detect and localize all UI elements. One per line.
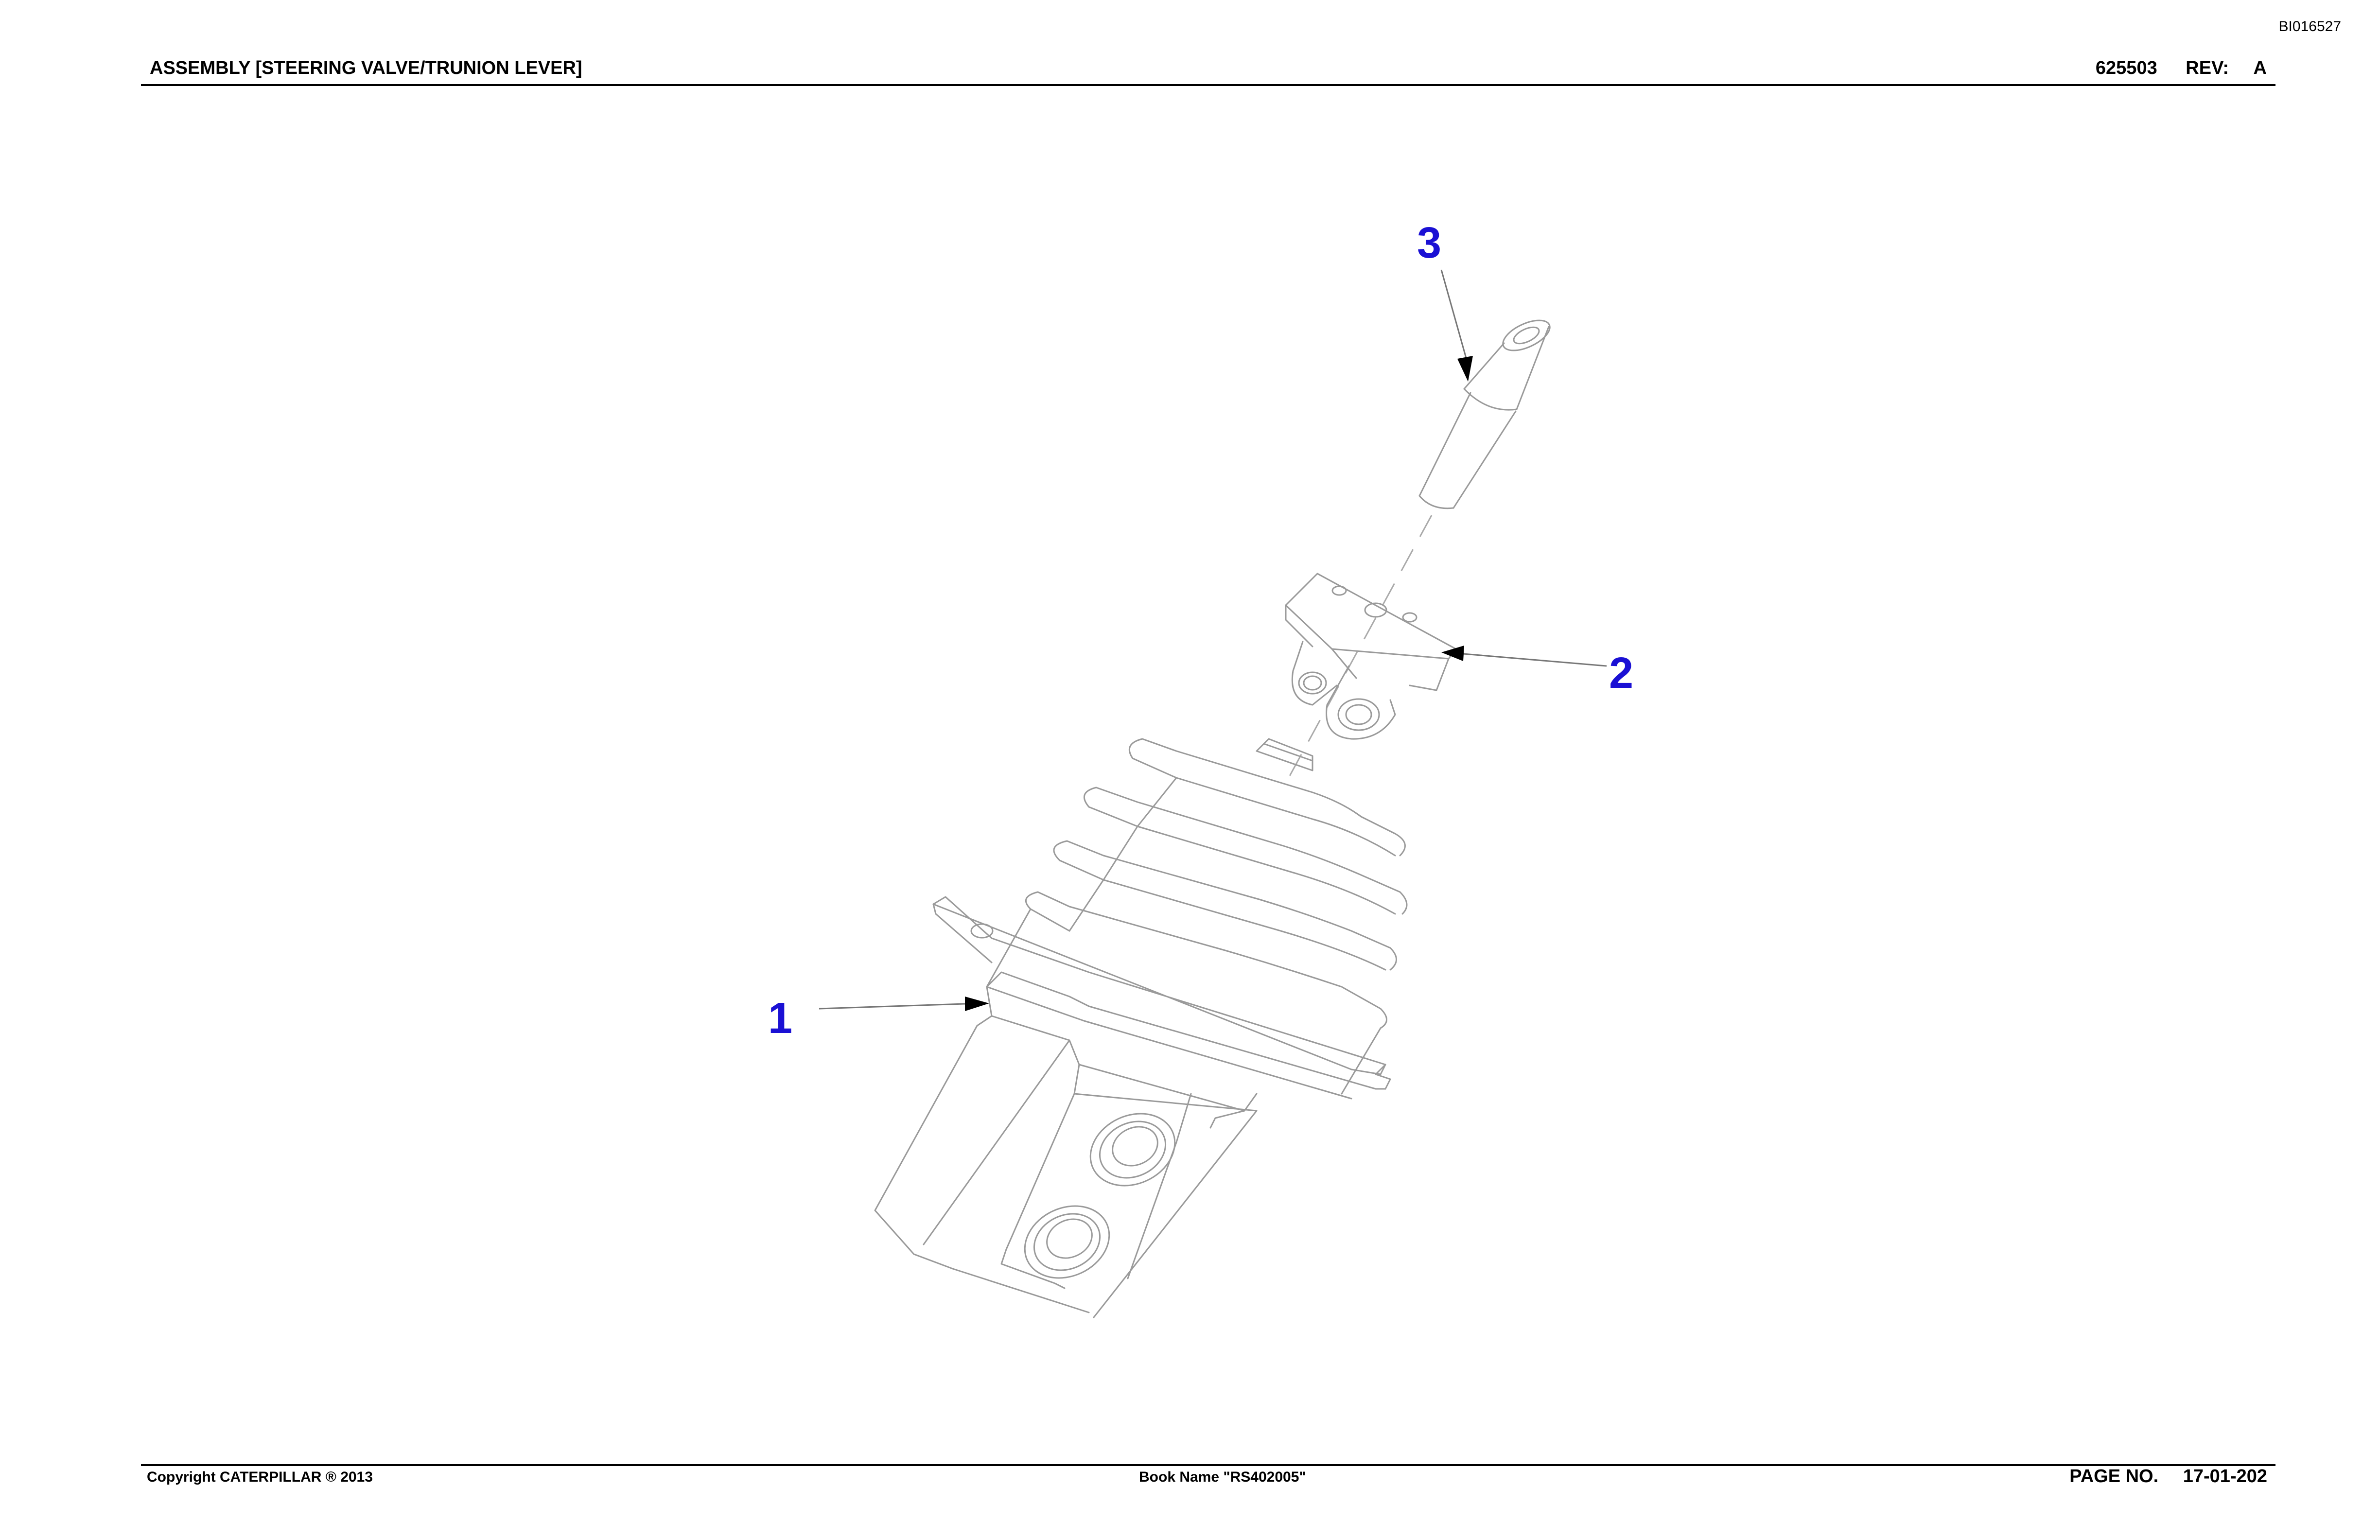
rev-value: A (2253, 58, 2267, 78)
steering-valve-body (874, 738, 1408, 1318)
callout-3: 3 (1417, 219, 1441, 267)
header-revision-block: 625503 REV: A (2096, 58, 2267, 79)
lever-pin (1418, 319, 1551, 509)
assembly-center-line (1282, 515, 1433, 788)
trunnion-lever-bracket (1285, 573, 1457, 740)
footer-rule (141, 1464, 2275, 1466)
copyright: Copyright CATERPILLAR ® 2013 (147, 1469, 373, 1485)
callout-1: 1 (768, 994, 792, 1043)
header-bar: ASSEMBLY [STEERING VALVE/TRUNION LEVER] … (141, 56, 2275, 86)
part-number: 625503 (2095, 58, 2157, 78)
page-number: 17-01-202 (2183, 1466, 2267, 1487)
document-id: BI016527 (2278, 18, 2341, 35)
page-label: PAGE NO. (2069, 1466, 2159, 1487)
page-title: ASSEMBLY [STEERING VALVE/TRUNION LEVER] (150, 58, 582, 78)
callout-leaders (819, 269, 1607, 1011)
rev-label: REV: (2186, 58, 2229, 78)
page-number-block: PAGE NO. 17-01-202 (2069, 1466, 2267, 1487)
book-name: Book Name "RS402005" (1139, 1469, 1306, 1485)
callout-2: 2 (1609, 649, 1633, 698)
